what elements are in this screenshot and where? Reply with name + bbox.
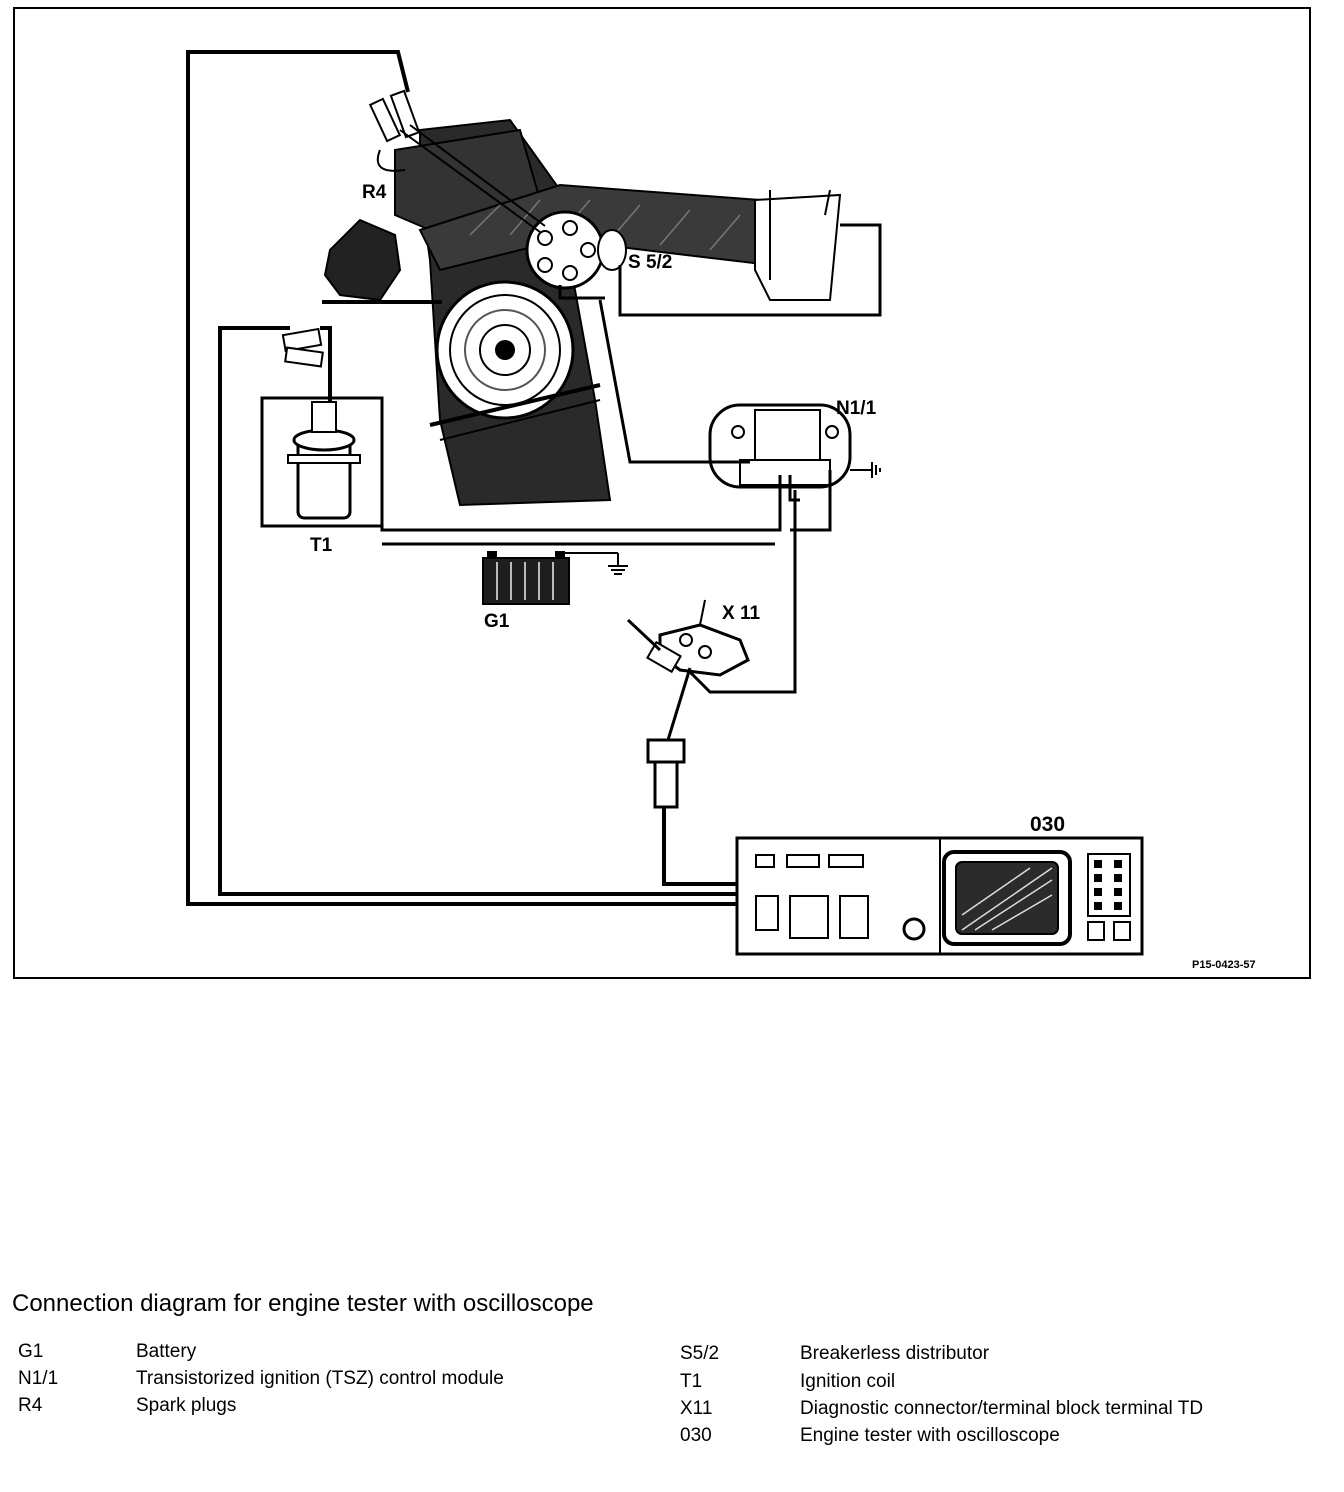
- legend-desc-030: Engine tester with oscilloscope: [800, 1425, 1060, 1446]
- legend-code-g1: G1: [18, 1341, 44, 1362]
- legend-desc-g1: Battery: [136, 1341, 197, 1362]
- legend-code-030: 030: [680, 1425, 712, 1446]
- legend-code-t1: T1: [680, 1371, 703, 1392]
- legend-code-s52: S5/2: [680, 1343, 720, 1364]
- engine-tester: [735, 836, 1144, 956]
- ignition-coil: [260, 396, 384, 528]
- figure-caption: Connection diagram for engine tester wit…: [12, 1290, 594, 1317]
- legend-code-r4: R4: [18, 1395, 43, 1416]
- label-r4: R4: [362, 182, 387, 203]
- label-x11: X 11: [722, 603, 760, 624]
- spark-plug-connectors: [368, 89, 546, 233]
- label-030: 030: [1030, 813, 1065, 836]
- module-ground-symbol: [850, 462, 881, 478]
- diagnostic-connector: [626, 599, 750, 677]
- legend-desc-t1: Ignition coil: [800, 1371, 896, 1392]
- battery: [482, 551, 570, 605]
- coil-lead-clamp: [281, 327, 324, 368]
- test-lead-plug: [646, 738, 686, 809]
- legend-code-x11: X11: [680, 1398, 713, 1419]
- legend-desc-x11: Diagnostic connector/terminal block term…: [800, 1398, 1204, 1419]
- label-g1: G1: [484, 611, 510, 632]
- figure-id: P15-0423-57: [1192, 959, 1256, 971]
- diagram-frame: [13, 7, 1311, 979]
- legend-desc-s52: Breakerless distributor: [800, 1343, 990, 1364]
- legend-desc-r4: Spark plugs: [136, 1395, 237, 1416]
- harness-wires: [284, 223, 882, 694]
- label-t1: T1: [310, 535, 333, 556]
- label-n11: N1/1: [836, 398, 877, 419]
- label-s52: S 5/2: [628, 252, 672, 273]
- battery-ground-symbol: [565, 552, 628, 575]
- legend-code-n11: N1/1: [18, 1368, 59, 1389]
- breakerless-distributor: [525, 210, 627, 290]
- wiring: [186, 50, 737, 906]
- legend-desc-n11: Transistorized ignition (TSZ) control mo…: [136, 1368, 504, 1389]
- connection-diagram: R4 S 5/2 N1/1 T1 G1 X 11 030 P15-0423-57: [13, 7, 1311, 979]
